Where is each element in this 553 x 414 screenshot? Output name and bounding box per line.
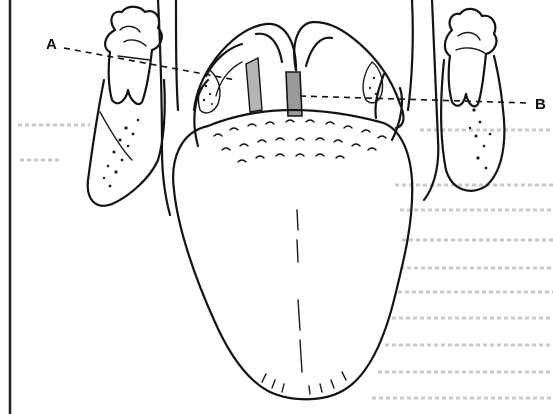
label-b: B bbox=[535, 97, 546, 112]
papillae bbox=[214, 120, 386, 162]
left-jaw bbox=[88, 0, 178, 215]
epiglottis-region bbox=[194, 22, 403, 128]
tongue-body bbox=[173, 80, 412, 399]
leader-line-b bbox=[300, 96, 528, 103]
label-a: A bbox=[46, 37, 57, 52]
